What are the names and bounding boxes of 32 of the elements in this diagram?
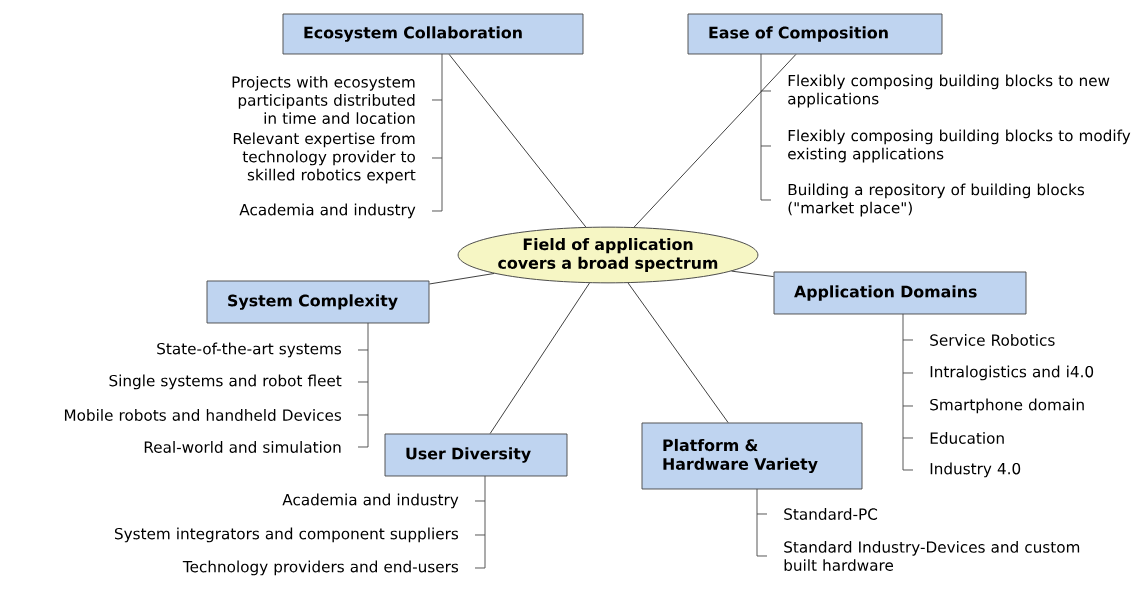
list-item: Smartphone domain bbox=[930, 398, 1084, 414]
category-box: Ecosystem Collaboration bbox=[282, 13, 584, 55]
list-item: Projects with ecosystem participants distributed in time and location bbox=[232, 75, 415, 125]
list-item: Single systems and robot fleet bbox=[109, 374, 342, 390]
list-item: Real-world and simulation bbox=[144, 441, 341, 453]
connector-line bbox=[429, 273, 495, 285]
connector-line bbox=[627, 282, 729, 423]
connector-line bbox=[731, 270, 774, 278]
list-item: Academia and industry bbox=[282, 493, 459, 509]
list-item: Flexibly composing building blocks to modify existing applications bbox=[788, 129, 1131, 163]
list-item: Education bbox=[930, 432, 1004, 444]
list-item: Industry 4.0 bbox=[930, 462, 1021, 478]
category-box: System Complexity bbox=[206, 280, 430, 324]
connector-line bbox=[633, 54, 797, 228]
list-item: Technology providers and end-users bbox=[182, 560, 459, 576]
list-item: State-of-the-art systems bbox=[157, 342, 341, 358]
list-item: Intralogistics and i4.0 bbox=[930, 365, 1094, 381]
connector-line bbox=[448, 54, 587, 228]
category-box: Application Domains bbox=[773, 271, 1027, 315]
category-box: Platform & Hardware Variety bbox=[641, 422, 863, 490]
list-item: Flexibly composing building blocks to new applications bbox=[788, 74, 1110, 108]
list-item: Building a repository of building blocks ("market place") bbox=[788, 183, 1085, 217]
list-item: Relevant expertise from technology provider to skilled robotics expert bbox=[233, 132, 416, 184]
list-item: Service Robotics bbox=[930, 334, 1055, 346]
list-item: System integrators and component suppliers bbox=[114, 527, 459, 543]
connector-line bbox=[489, 282, 590, 434]
category-box: User Diversity bbox=[384, 433, 568, 477]
list-item: Standard Industry-Devices and custom built hardware bbox=[784, 541, 1080, 571]
list-item: Academia and industry bbox=[239, 203, 416, 219]
category-box: Ease of Composition bbox=[687, 13, 943, 55]
list-item: Mobile robots and handheld Devices bbox=[64, 409, 342, 421]
list-item: Standard-PC bbox=[784, 508, 878, 520]
